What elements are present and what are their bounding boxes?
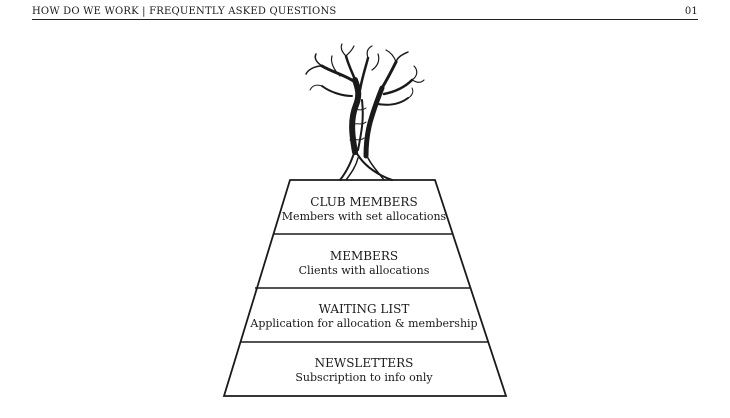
tree-icon [305,43,425,181]
page-header: HOW DO WE WORK | FREQUENTLY ASKED QUESTI… [32,6,698,20]
tier-waiting-list-title: WAITING LIST [319,302,410,316]
page-number: 01 [684,6,698,17]
tier-club-members-title: CLUB MEMBERS [310,195,417,209]
tier-club-members-subtitle: Members with set allocations [282,210,447,223]
tier-newsletters-subtitle: Subscription to info only [295,371,433,384]
page-title: HOW DO WE WORK | FREQUENTLY ASKED QUESTI… [32,6,337,17]
tier-newsletters-title: NEWSLETTERS [315,356,414,370]
tier-members-subtitle: Clients with allocations [299,264,430,277]
pyramid-outline [222,179,508,397]
tier-waiting-list-subtitle: Application for allocation & membership [249,317,477,330]
tier-members-title: MEMBERS [330,249,398,263]
